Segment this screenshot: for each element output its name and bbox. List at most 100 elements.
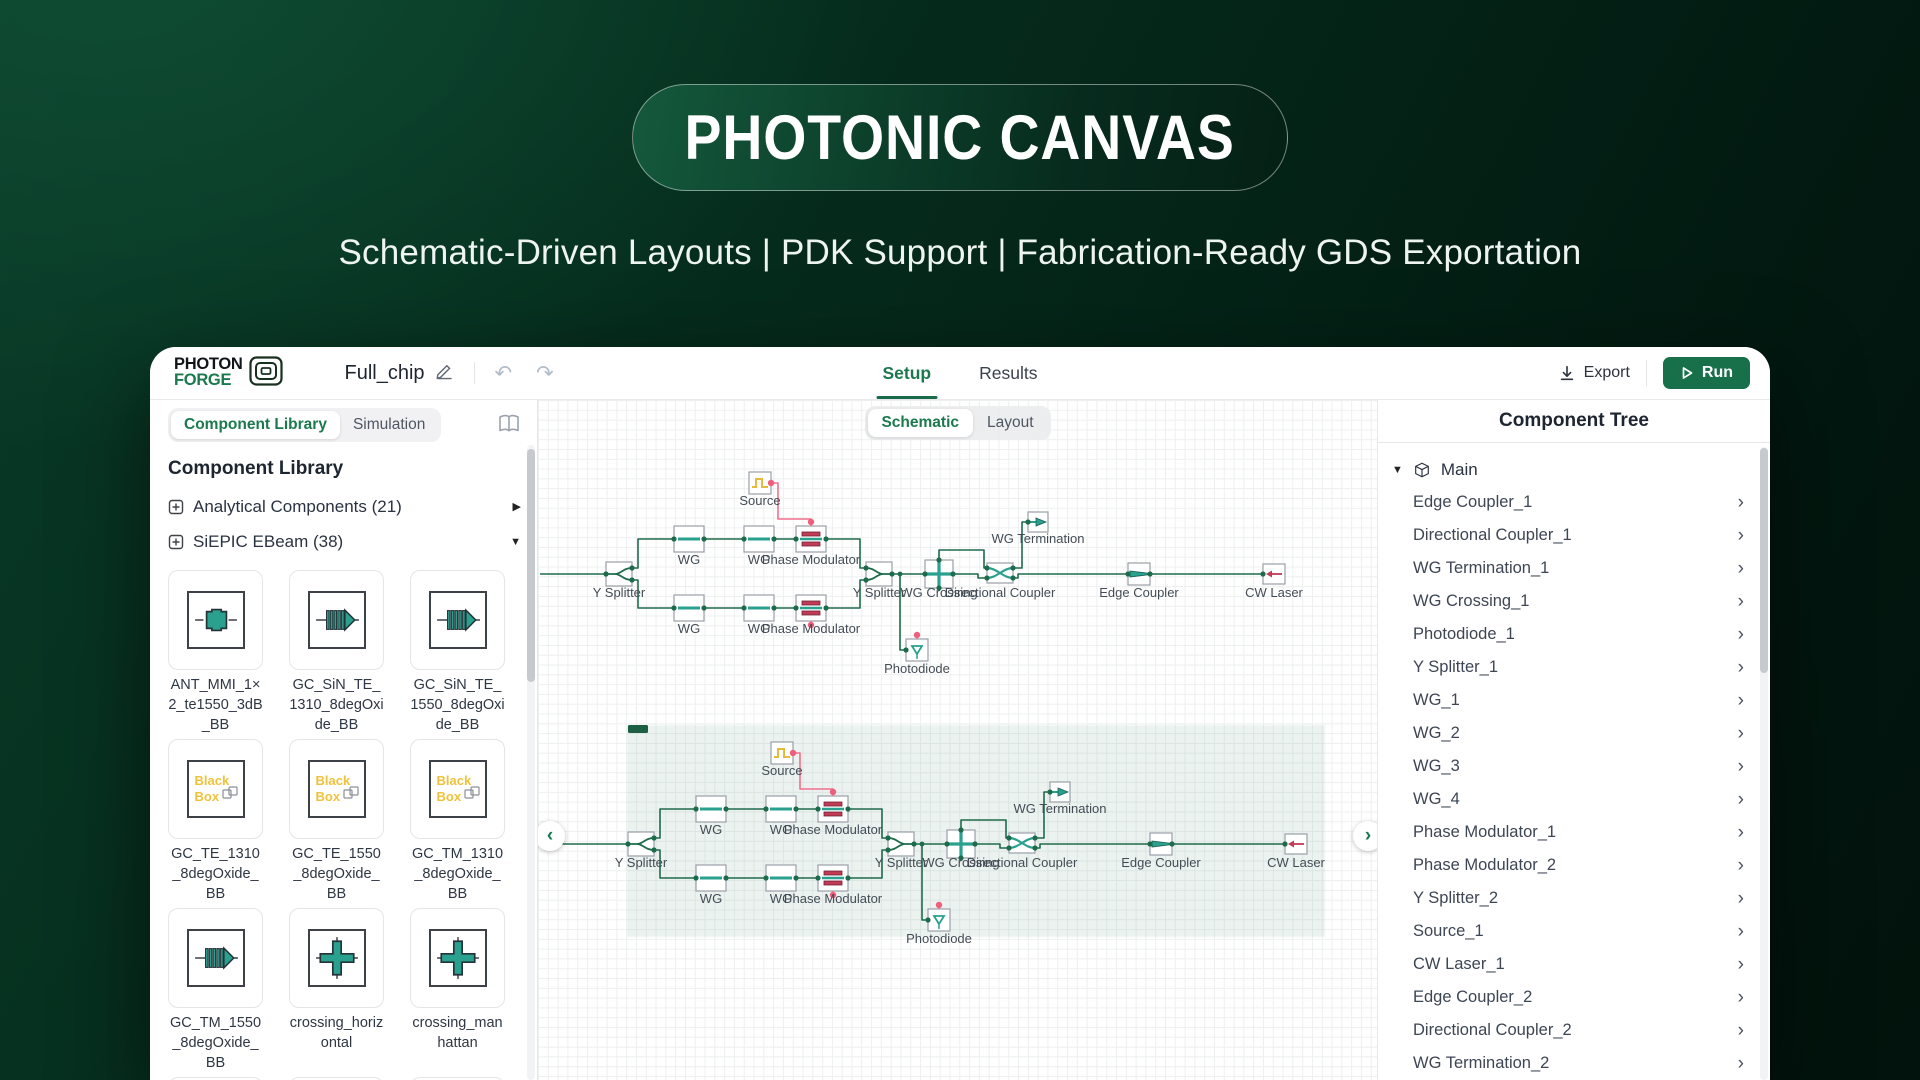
schematic-component-y-splitter[interactable]: Y Splitter: [615, 831, 668, 870]
schematic-component-y-splitter[interactable]: Y Splitter: [875, 831, 928, 870]
sidebar-scrollbar-thumb[interactable]: [527, 449, 535, 682]
tree-item[interactable]: Y Splitter_1›: [1392, 651, 1744, 684]
tree-scrollbar-thumb[interactable]: [1760, 448, 1768, 673]
schematic-component-label: Y Splitter: [875, 855, 928, 870]
schematic-component-wg[interactable]: WG: [763, 795, 799, 837]
component-card-label: GC_TM_1550_8degOxide_BB: [169, 1015, 262, 1071]
component-card[interactable]: GC_SiN_TE_1550_8degOxide_BB: [410, 570, 505, 735]
component-card[interactable]: [168, 1077, 263, 1080]
project-title-group: Full_chip ↶ ↷: [345, 361, 554, 385]
tab-simulation[interactable]: Simulation: [352, 416, 426, 433]
tree-item[interactable]: Directional Coupler_2›: [1392, 1014, 1744, 1047]
tree-item[interactable]: WG Termination_1›: [1392, 552, 1744, 585]
component-card-label: GC_TE_1550_8degOxide_BB: [292, 846, 381, 902]
schematic-component-wg-termination[interactable]: WG Termination: [992, 511, 1085, 546]
tree-item-label: Edge Coupler_1: [1413, 493, 1533, 511]
schematic-component-phase-modulator[interactable]: Phase Modulator: [762, 518, 861, 567]
tree-item[interactable]: Y Splitter_2›: [1392, 882, 1744, 915]
grid-icon: [168, 534, 184, 549]
tree-item[interactable]: Phase Modulator_2›: [1392, 849, 1744, 882]
run-button[interactable]: Run: [1662, 357, 1750, 389]
tree-item[interactable]: Photodiode_1›: [1392, 618, 1744, 651]
component-card[interactable]: [410, 1077, 505, 1080]
caret-down-icon[interactable]: ▼: [1392, 463, 1403, 476]
schematic-component-wg[interactable]: WG: [671, 594, 707, 636]
tab-results[interactable]: Results: [979, 362, 1038, 383]
component-card[interactable]: crossing_horizontal: [289, 908, 384, 1073]
tree-item[interactable]: WG_3›: [1392, 750, 1744, 783]
tab-layout[interactable]: Layout: [987, 414, 1034, 431]
tree-item[interactable]: WG_1›: [1392, 684, 1744, 717]
group-siepic-ebeam[interactable]: SiEPIC EBeam (38) ▼: [168, 525, 521, 558]
schematic-component-wg[interactable]: WG: [671, 525, 707, 567]
tree-item[interactable]: WG Termination_2›: [1392, 1047, 1744, 1080]
schematic-component-y-splitter[interactable]: Y Splitter: [593, 561, 646, 600]
logo-line1: PHOTON: [174, 355, 243, 374]
edit-project-name-icon[interactable]: [435, 361, 454, 385]
schematic-component-label: Photodiode: [884, 661, 950, 676]
chevron-right-icon: ›: [1737, 954, 1744, 975]
grid-icon: [168, 499, 184, 514]
schematic-component-phase-modulator[interactable]: Phase Modulator: [784, 864, 883, 906]
schematic-component-wg[interactable]: WG: [693, 864, 729, 906]
export-button[interactable]: Export: [1558, 364, 1630, 382]
schematic-component-photodiode[interactable]: Photodiode: [906, 901, 972, 946]
schematic-component-wg[interactable]: WG: [741, 525, 777, 567]
redo-icon[interactable]: ↷: [536, 361, 554, 385]
schematic-component-wg[interactable]: WG: [741, 594, 777, 636]
component-card[interactable]: Black Box GC_TE_1310_8degOxide_BB: [168, 739, 263, 904]
tree-item[interactable]: WG Crossing_1›: [1392, 585, 1744, 618]
library-book-icon[interactable]: [497, 413, 521, 440]
tree-item[interactable]: Edge Coupler_2›: [1392, 981, 1744, 1014]
undo-icon[interactable]: ↶: [494, 361, 513, 385]
schematic-component-source[interactable]: Source: [739, 471, 781, 508]
photonforge-logo: PHOTON FORGE: [174, 355, 283, 391]
tree-item[interactable]: Directional Coupler_1›: [1392, 519, 1744, 552]
schematic-component-wg-termination[interactable]: WG Termination: [1014, 781, 1107, 816]
schematic-component-source[interactable]: Source: [761, 741, 803, 778]
tab-setup[interactable]: Setup: [876, 347, 937, 399]
collapse-left-panel-button[interactable]: ‹: [538, 821, 565, 851]
component-card[interactable]: [289, 1077, 384, 1080]
schematic-component-phase-modulator[interactable]: Phase Modulator: [762, 594, 861, 636]
schematic-component-wg[interactable]: WG: [693, 795, 729, 837]
tree-item[interactable]: Phase Modulator_1›: [1392, 816, 1744, 849]
tab-component-library[interactable]: Component Library: [171, 411, 340, 439]
tree-root-main[interactable]: ▼ Main: [1392, 459, 1478, 479]
schematic-component-wg[interactable]: WG: [763, 864, 799, 906]
schematic-component-wg-crossing[interactable]: WG Crossing: [922, 827, 1000, 870]
tree-item[interactable]: Edge Coupler_1›: [1392, 486, 1744, 519]
tree-item[interactable]: Source_1›: [1392, 915, 1744, 948]
component-card[interactable]: GC_SiN_TE_1310_8degOxide_BB: [289, 570, 384, 735]
schematic-component-wg-crossing[interactable]: WG Crossing: [900, 557, 978, 600]
tab-schematic[interactable]: Schematic: [867, 409, 973, 437]
schematic-component-cw-laser[interactable]: CW Laser: [1267, 833, 1326, 870]
schematic-component-label: WG: [770, 891, 792, 906]
tree-item[interactable]: WG_4›: [1392, 783, 1744, 816]
component-card[interactable]: Black Box GC_TE_1550_8degOxide_BB: [289, 739, 384, 904]
chevron-right-icon: ›: [1737, 624, 1744, 645]
schematic-component-photodiode[interactable]: Photodiode: [884, 631, 950, 676]
group-analytical-components[interactable]: Analytical Components (21) ▶: [168, 490, 521, 523]
schematic-component-directional-coupler[interactable]: Directional Coupler: [945, 562, 1056, 600]
schematic-component-edge-coupler[interactable]: Edge Coupler: [1099, 562, 1179, 600]
tree-item[interactable]: CW Laser_1›: [1392, 948, 1744, 981]
component-card[interactable]: Black Box GC_TM_1310_8degOxide_BB: [410, 739, 505, 904]
grating-coupler-icon: [307, 591, 366, 649]
schematic-component-y-splitter[interactable]: Y Splitter: [853, 561, 906, 600]
schematic-component-phase-modulator[interactable]: Phase Modulator: [784, 788, 883, 837]
schematic-component-directional-coupler[interactable]: Directional Coupler: [967, 832, 1078, 870]
component-card[interactable]: GC_TM_1550_8degOxide_BB: [168, 908, 263, 1073]
hero-title: PHOTONIC CANVAS: [684, 102, 1236, 173]
chevron-right-icon: ›: [1737, 723, 1744, 744]
chevron-right-icon: ›: [1737, 756, 1744, 777]
collapse-right-panel-button[interactable]: ›: [1353, 821, 1377, 851]
schematic-component-edge-coupler[interactable]: Edge Coupler: [1121, 832, 1201, 870]
component-card[interactable]: ANT_MMI_1×2_te1550_3dB_BB: [168, 570, 263, 735]
tree-item[interactable]: WG_2›: [1392, 717, 1744, 750]
schematic-component-cw-laser[interactable]: CW Laser: [1245, 563, 1304, 600]
component-card[interactable]: crossing_manhattan: [410, 908, 505, 1073]
